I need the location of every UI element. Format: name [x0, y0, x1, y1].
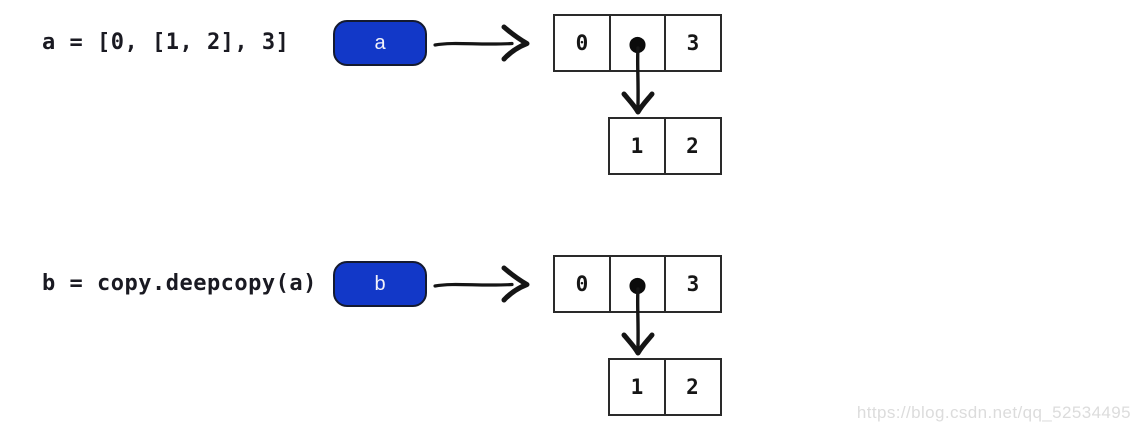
- arrow-down-icon: [621, 287, 655, 356]
- list-cell: 0: [553, 255, 611, 313]
- inner-list-table-b: 1 2: [608, 358, 722, 416]
- list-cell: 3: [664, 255, 722, 313]
- diagram-row-b: b = copy.deepcopy(a) b 0 ● 3 1 2: [0, 255, 1140, 423]
- variable-box-a: a: [333, 20, 427, 66]
- diagram-row-a: a = [0, [1, 2], 3] a 0 ● 3 1 2: [0, 14, 1140, 182]
- list-cell: 3: [664, 14, 722, 72]
- outer-list-table-b: 0 ● 3: [553, 255, 722, 313]
- list-cell: 2: [663, 358, 722, 416]
- inner-list-table-a: 1 2: [608, 117, 722, 175]
- list-cell: 1: [608, 117, 666, 175]
- arrow-right-icon: [433, 24, 530, 62]
- variable-label-b: b: [374, 273, 386, 295]
- variable-label-a: a: [374, 32, 386, 54]
- code-statement-a: a = [0, [1, 2], 3]: [42, 30, 290, 55]
- watermark-url: https://blog.csdn.net/qq_52534495: [856, 403, 1131, 422]
- list-cell: 0: [553, 14, 611, 72]
- list-cell: 2: [663, 117, 722, 175]
- outer-list-table-a: 0 ● 3: [553, 14, 722, 72]
- variable-box-b: b: [333, 261, 427, 307]
- list-cell: 1: [608, 358, 666, 416]
- pointer-dot-icon: ●: [608, 255, 667, 313]
- arrow-right-icon: [433, 265, 530, 303]
- code-statement-b: b = copy.deepcopy(a): [42, 271, 317, 296]
- arrow-down-icon: [621, 46, 655, 115]
